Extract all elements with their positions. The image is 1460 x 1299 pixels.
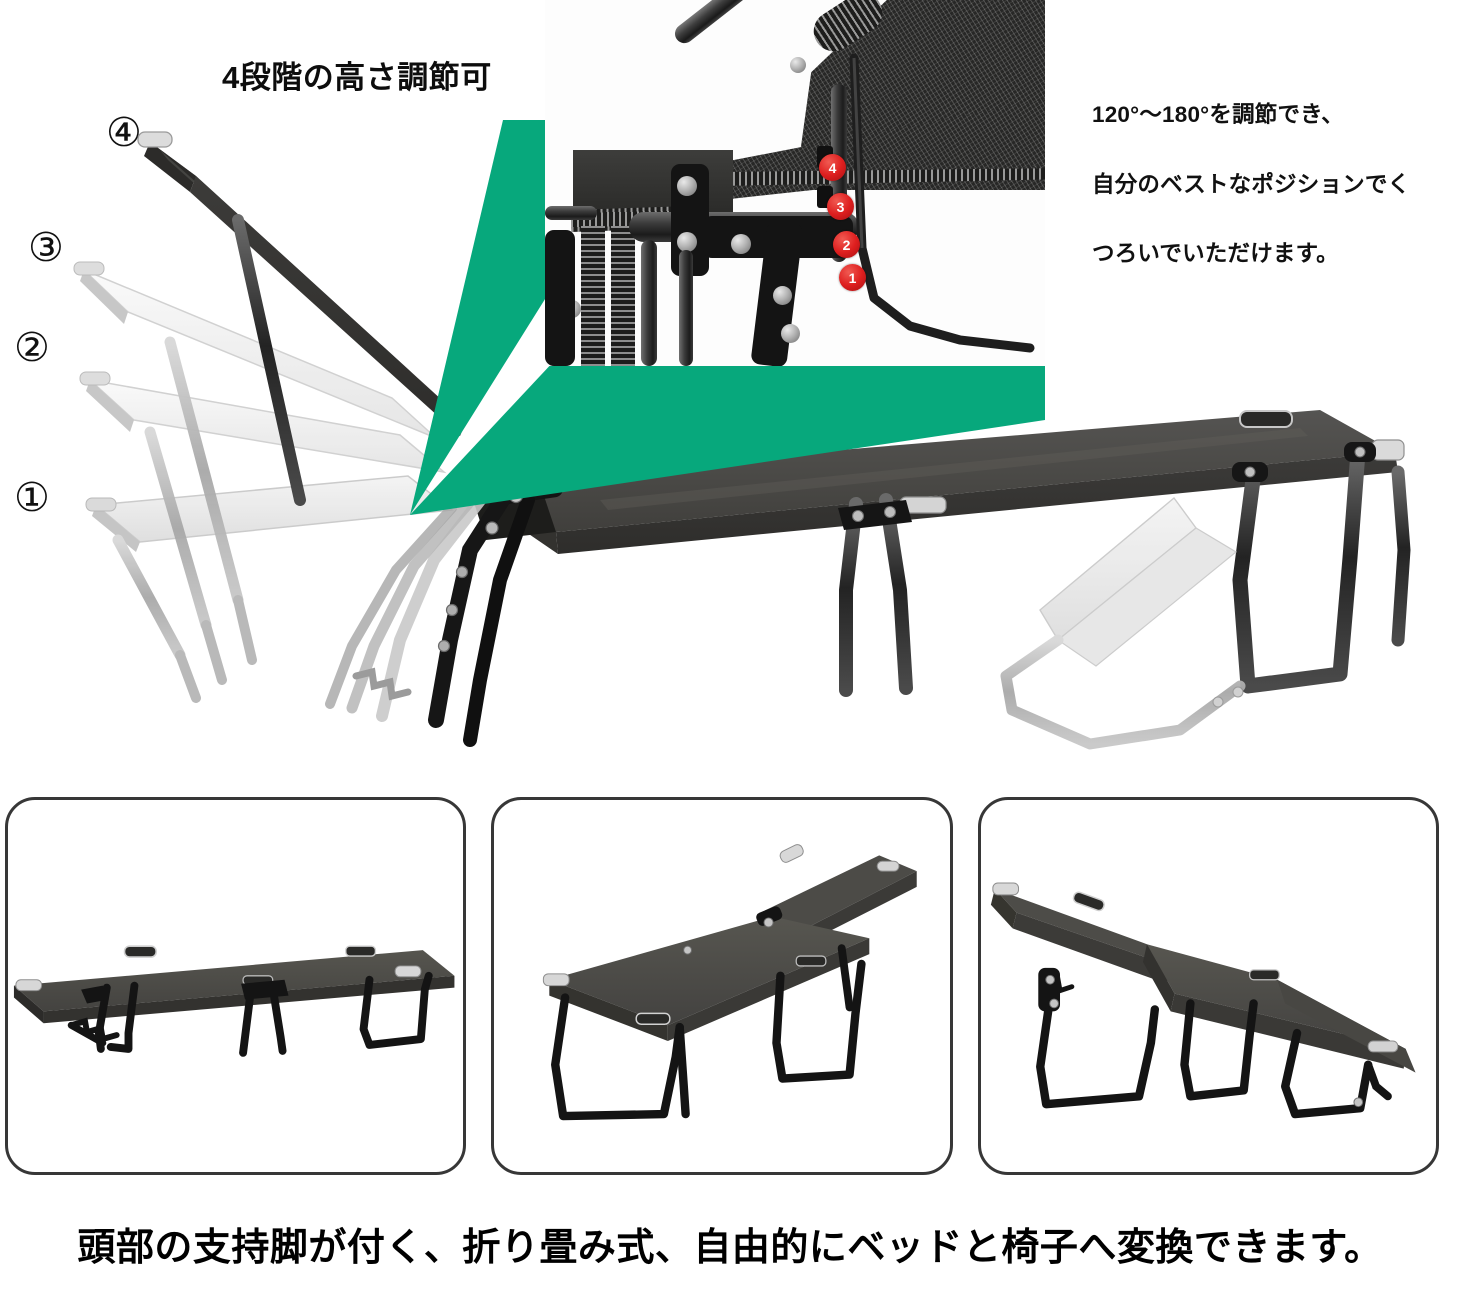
slight-recline-figure [543, 844, 918, 1121]
footrest-ghost-extension [1000, 496, 1246, 750]
hinge-detail-inset-panel: 4 3 2 1 [545, 0, 1045, 366]
backrest-tube-rivet [790, 57, 806, 73]
notch-badge-1: 1 [839, 264, 866, 291]
right-end-leg-frame [1232, 442, 1376, 694]
hinge-rivet-top [677, 176, 697, 196]
fabric-strap-left [581, 226, 605, 366]
notch-badge-3: 3 [827, 193, 854, 220]
flat-bed-figure [13, 945, 455, 1057]
left-leg-tube-rear [679, 250, 693, 366]
description-block: 120°～180°を調節でき、 自分のベストなポジションでく つろいでいただけま… [1092, 102, 1444, 266]
hinge-rivet-leg-upper [773, 286, 792, 305]
step-number-1: ① [14, 475, 50, 521]
reclining-hinge-cluster [325, 475, 564, 747]
support-rod [849, 53, 1035, 353]
backrest-ghost-position-2 [79, 371, 447, 685]
left-leg-bracket [545, 230, 575, 366]
panel-slight-recline [491, 797, 953, 1175]
step-number-4: ④ [106, 110, 142, 156]
step-number-2: ② [14, 325, 50, 371]
hinge-rivet-center [731, 234, 751, 254]
left-leg-tube-front [641, 240, 657, 366]
main-seat-deck [480, 410, 1405, 554]
description-line-3: つろいでいただけます。 [1092, 241, 1339, 266]
right-leg-tip [1391, 465, 1411, 647]
ratchet-hinge-left [1037, 967, 1074, 1012]
left-horizontal-rail [545, 206, 597, 220]
backrest-ghost-position-1 [85, 475, 454, 703]
fabric-strap-right [611, 226, 635, 366]
backrest-active-position-4 [137, 131, 466, 506]
middle-support-leg [838, 493, 913, 697]
description-line-1: 120°～180°を調節でき、 [1092, 102, 1345, 127]
inset-photo-stage: 4 3 2 1 [545, 0, 1045, 366]
notch-badge-4: 4 [819, 154, 846, 181]
panel-upright-recline [977, 797, 1439, 1175]
step-number-3: ③ [28, 225, 64, 271]
product-configuration-panels [5, 797, 1439, 1175]
left-seat-fabric [573, 150, 733, 214]
panel-flat-bed [5, 797, 467, 1175]
upright-recline-figure [990, 882, 1416, 1119]
bottom-caption: 頭部の支持脚が付く、折り畳み式、自由的にベッドと椅子へ変換できます。 [77, 1227, 1383, 1269]
description-line-2: 自分のベストなポジションでく [1092, 171, 1411, 197]
deck-grommets [879, 410, 1293, 434]
backrest-ghost-position-3 [73, 261, 437, 665]
hinge-rivet-leg-lower [781, 324, 800, 343]
notch-badge-2: 2 [833, 231, 860, 258]
hinge-rivet-mid [677, 232, 697, 252]
page-title: 4段階の高さ調節可 [222, 60, 492, 95]
